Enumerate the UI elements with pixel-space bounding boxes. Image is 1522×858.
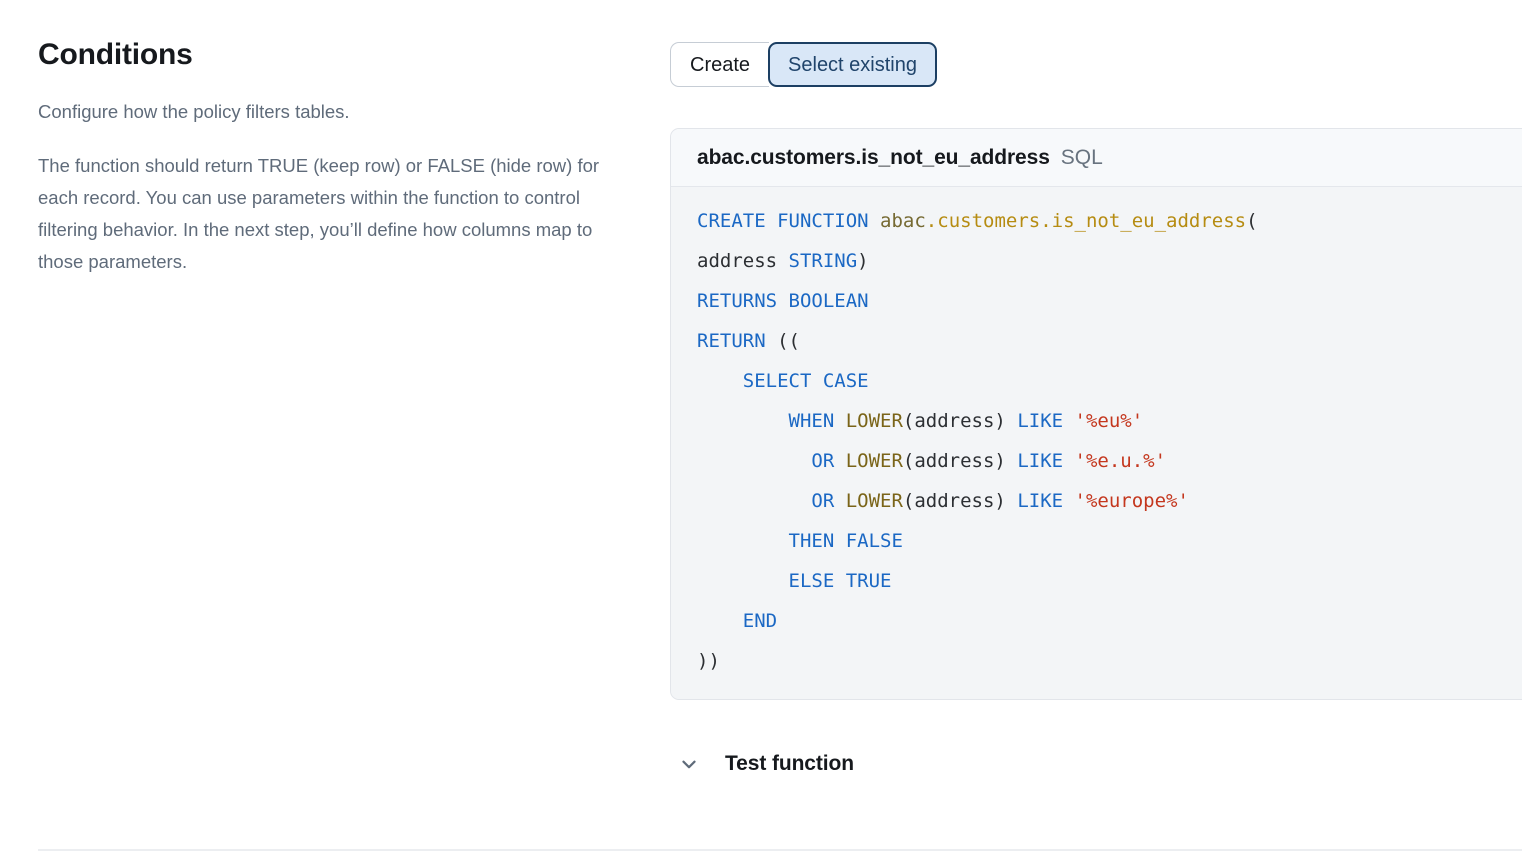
code-token: '%europe%' <box>1074 490 1189 512</box>
sql-function-card-header: abac.customers.is_not_eu_address SQL <box>671 129 1522 187</box>
code-token: OR <box>811 450 846 472</box>
code-token: ) <box>857 250 869 272</box>
section-divider <box>38 849 1522 851</box>
code-token: (address) <box>902 450 1018 472</box>
code-token: )) <box>697 650 720 672</box>
code-token: (address) <box>902 410 1018 432</box>
sql-language-badge: SQL <box>1060 146 1103 169</box>
conditions-description-panel: Conditions Configure how the policy filt… <box>38 36 638 278</box>
sql-code-body: CREATE FUNCTION abac.customers.is_not_eu… <box>671 187 1522 699</box>
description-primary: Configure how the policy filters tables. <box>38 101 350 122</box>
test-function-disclosure[interactable]: Test function <box>678 752 854 776</box>
function-source-toggle[interactable]: Create Select existing <box>670 42 937 87</box>
code-token: ( <box>1246 210 1258 232</box>
code-token: is_not_eu_address <box>1051 210 1247 232</box>
chevron-down-icon <box>678 753 700 775</box>
code-token: customers <box>937 210 1041 232</box>
code-token <box>697 410 789 432</box>
code-token: RETURN <box>697 330 766 352</box>
code-token: END <box>742 610 778 632</box>
code-token: LIKE <box>1017 450 1075 472</box>
description-secondary: The function should return TRUE (keep ro… <box>38 155 600 272</box>
code-token: ELSE TRUE <box>788 570 892 592</box>
code-token: LOWER <box>845 490 903 512</box>
page-title: Conditions <box>38 38 193 71</box>
code-token: WHEN <box>788 410 846 432</box>
code-token <box>697 570 789 592</box>
sql-function-name: abac.customers.is_not_eu_address <box>697 146 1050 169</box>
code-token: . <box>925 210 938 232</box>
code-token: abac <box>880 210 926 232</box>
code-token: (address) <box>902 490 1018 512</box>
code-token: '%e.u.%' <box>1074 450 1167 472</box>
sql-function-card: abac.customers.is_not_eu_address SQL CRE… <box>670 128 1522 700</box>
code-token: LIKE <box>1017 410 1075 432</box>
code-token: SELECT CASE <box>742 370 869 392</box>
code-token: RETURNS BOOLEAN <box>697 290 869 312</box>
code-token: '%eu%' <box>1074 410 1144 432</box>
code-token <box>697 530 789 552</box>
code-token: LOWER <box>845 410 903 432</box>
code-token: THEN FALSE <box>788 530 903 552</box>
test-function-label: Test function <box>725 752 854 775</box>
code-token <box>697 610 743 632</box>
tab-create[interactable]: Create <box>670 42 770 87</box>
sql-code-block: CREATE FUNCTION abac.customers.is_not_eu… <box>671 201 1522 681</box>
code-token: (( <box>765 330 800 352</box>
code-token: STRING <box>788 250 858 272</box>
code-token: LIKE <box>1017 490 1075 512</box>
code-token <box>697 450 811 472</box>
code-token: CREATE FUNCTION <box>697 210 881 232</box>
code-token: LOWER <box>845 450 903 472</box>
code-token <box>697 370 743 392</box>
code-token: address <box>697 250 789 272</box>
code-token <box>697 490 811 512</box>
tab-select-existing[interactable]: Select existing <box>768 42 937 87</box>
code-token: OR <box>811 490 846 512</box>
code-token: . <box>1040 210 1052 232</box>
